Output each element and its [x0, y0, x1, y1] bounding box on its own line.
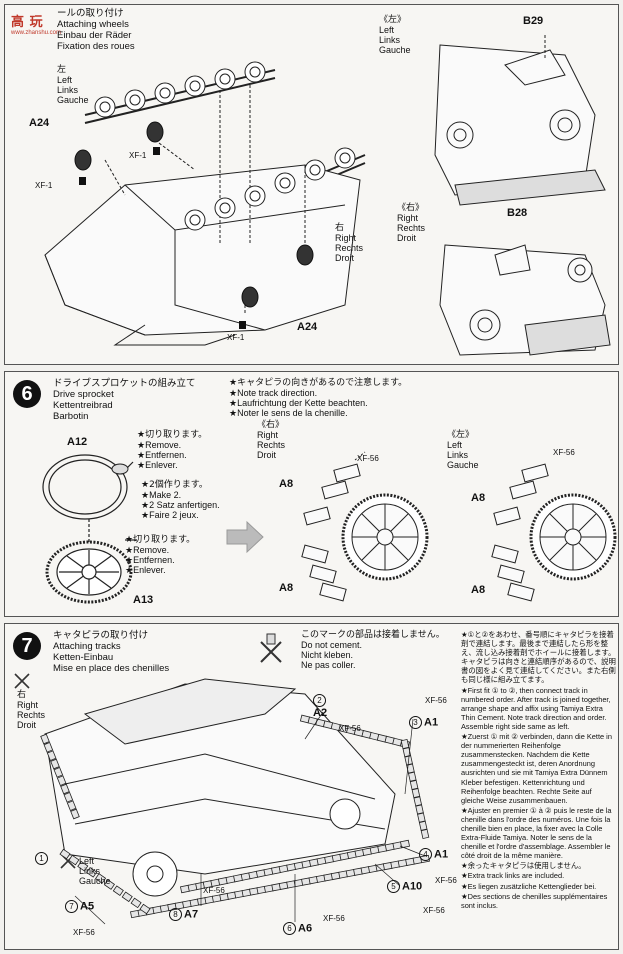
right-label: 《右》 Right Rechts Droit [257, 420, 286, 460]
part-b28-label: B28 [507, 207, 528, 219]
track-link [112, 885, 124, 896]
paint-xf1-label: XF-1 [35, 181, 53, 190]
part-a24-label: A24 [29, 117, 50, 129]
track-link [130, 897, 142, 909]
left-label: Left Links Gauche [79, 856, 111, 886]
paint-xf56-label: XF-56 [339, 724, 361, 733]
track-link [411, 788, 421, 799]
step-number-6: 6 [13, 380, 41, 408]
part-a8-label: A8 [471, 584, 486, 596]
paint-xf56-label: XF-56 [73, 928, 95, 937]
step-6-title: ドライブスプロケットの組み立て Drive sprocket Kettentre… [53, 378, 196, 422]
right-label: 右 Right Rechts Droit [335, 223, 364, 263]
step-number-7: 7 [13, 632, 41, 660]
part-a8-label: A8 [279, 582, 294, 594]
right-label: 右 Right Rechts Droit [17, 690, 46, 730]
make-two-note: ★2個作ります。 ★Make 2. ★2 Satz anfertigen. ★F… [141, 480, 220, 520]
no-cement-note: このマークの部品は接着しません。 Do not cement. Nicht kl… [301, 630, 445, 670]
assembly-notes: ★①と②をあわせ、番号順にキャタピラを接着剤で連結します。最後まで連結したら形を… [461, 630, 616, 910]
part-a8-label: A8 [279, 478, 294, 490]
step-7-title: キャタピラの取り付け Attaching tracks Ketten-Einba… [53, 630, 170, 674]
left-label: 左 Left Links Gauche [57, 65, 89, 105]
left-label: 《左》 Left Links Gauche [447, 430, 479, 470]
track-link [420, 828, 430, 840]
step-5-panel: 高 玩 www.zhanshu.com ールの取り付け Attaching wh… [4, 4, 619, 365]
track-link [60, 783, 70, 795]
track-link [418, 820, 428, 831]
paint-xf56-label: XF-56 [425, 696, 447, 705]
right-label-2: 《右》 Right Rechts Droit [397, 203, 426, 243]
paint-xf56-label: XF-56 [553, 448, 575, 457]
part-a24-label: A24 [297, 321, 318, 333]
track-link [415, 804, 424, 815]
track-link [59, 848, 71, 860]
part-b29-label: B29 [523, 15, 544, 27]
track-link [121, 891, 133, 903]
track-link [40, 733, 50, 745]
track-link [400, 738, 410, 750]
step-5-title: ールの取り付け Attaching wheels Einbau der Räde… [57, 8, 135, 52]
track-link [70, 808, 80, 820]
sprocket-drawing [42, 451, 617, 604]
track-link [400, 839, 410, 849]
track-link [103, 879, 115, 890]
paint-xf56-label: XF-56 [435, 876, 457, 885]
paint-xf1-label: XF-1 [227, 333, 245, 342]
track-link [407, 771, 417, 782]
track-link [66, 800, 77, 812]
paint-xf56-label: XF-56 [323, 914, 345, 923]
track-link [63, 791, 74, 803]
part-a8-label: A8 [471, 492, 486, 504]
track-link [409, 779, 419, 790]
track-link [68, 854, 80, 866]
paint-xf1-label: XF-1 [129, 151, 147, 160]
step-7-panel: 7 キャタピラの取り付け Attaching tracks Ketten-Ein… [4, 623, 619, 950]
track-link [413, 796, 423, 807]
track-link [46, 750, 57, 762]
track-link [86, 867, 98, 878]
track-link [139, 903, 151, 915]
wheels-drawing [44, 35, 611, 356]
tracks-drawing [14, 633, 430, 925]
part-a12-label: A12 [67, 436, 88, 448]
paint-xf56-label: XF-56 [423, 906, 445, 915]
track-link [417, 812, 426, 823]
no-cement-icon [260, 633, 282, 663]
track-link [53, 766, 64, 778]
track-direction-note: ★キャタピラの向きがあるので注意します。 ★Note track directi… [229, 378, 408, 418]
track-link [50, 758, 60, 770]
track-link [43, 741, 54, 753]
track-link [77, 860, 89, 872]
paint-xf56-label: XF-56 [357, 454, 379, 463]
track-link [95, 873, 107, 884]
part-a13-label: A13 [133, 594, 154, 606]
left-label-2: 《左》 Left Links Gauche [379, 15, 411, 55]
watermark-logo: 高 玩 www.zhanshu.com [11, 14, 62, 36]
remove-note-2: ★切り取ります。 ★Remove. ★Entfernen. ★Enlever. [125, 535, 196, 575]
track-link [56, 775, 67, 787]
remove-note-1: ★切り取ります。 ★Remove. ★Entfernen. ★Enlever. [137, 430, 208, 470]
track-label-1: 1 [35, 852, 50, 865]
paint-xf56-label: XF-56 [203, 886, 225, 895]
step-6-panel: 6 ドライブスプロケットの組み立て Drive sprocket Kettent… [4, 371, 619, 617]
